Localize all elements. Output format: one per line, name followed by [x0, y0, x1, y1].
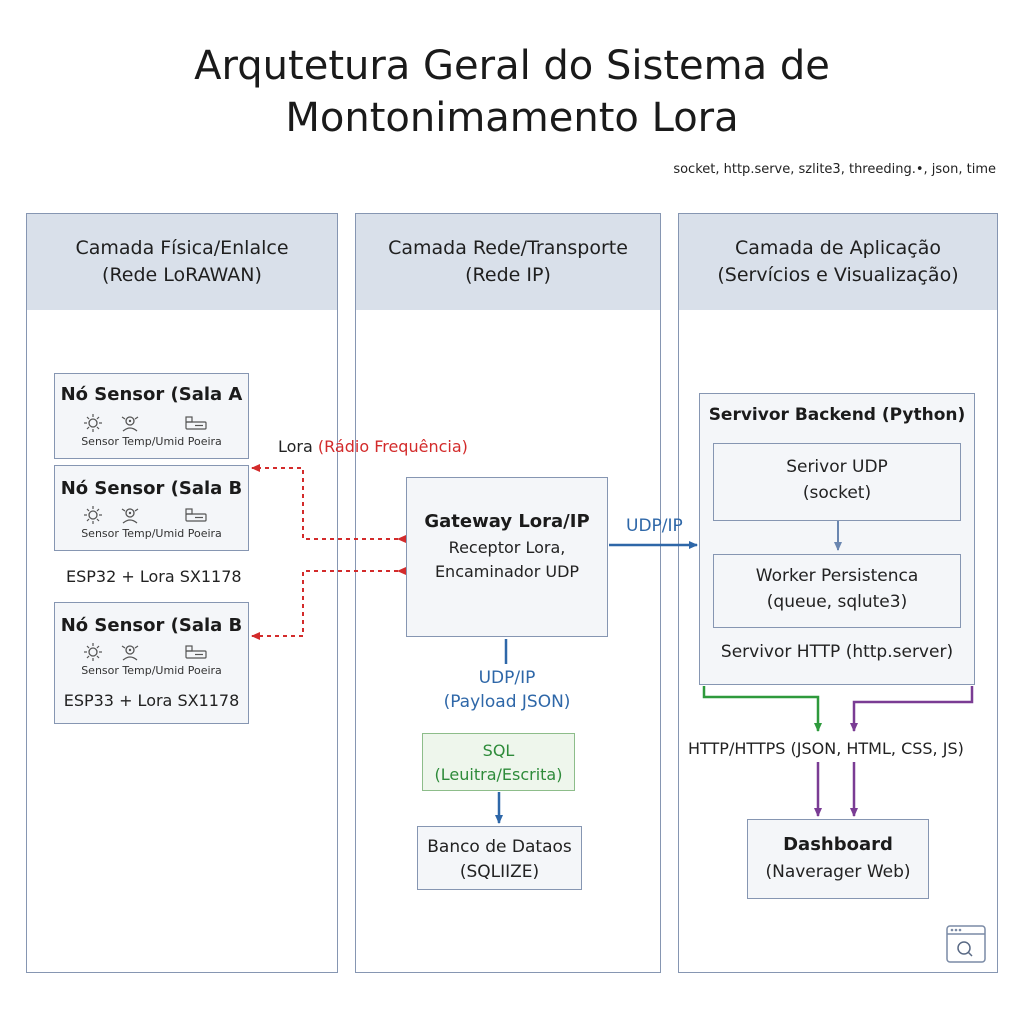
- radio-frequency-label: (Rádio Frequência): [317, 437, 468, 456]
- sensor-node-b-2-hardware: ESP33 + Lora SX1178: [63, 691, 240, 710]
- database-title: Banco de Dataos: [427, 837, 572, 857]
- python-libraries-label: socket, http.serve, szlite3, threeding.•…: [673, 162, 996, 177]
- lora-link-lower: [251, 567, 406, 640]
- sensor-node-b-2-icons: [83, 643, 209, 661]
- http-purple-link-right: [850, 686, 974, 732]
- physical-layer-subtitle: (Rede LoRAWAN): [102, 264, 262, 286]
- sensor-node-b-icons: [83, 506, 209, 524]
- worker-title: Worker Persistenca: [755, 566, 919, 586]
- temperature-sun-icon: [84, 414, 102, 432]
- lora-label: Lora: [278, 437, 313, 456]
- sensor-node-b-title: Nó Sensor (Sala B: [60, 478, 243, 499]
- udp-server-title: Serivor UDP: [786, 457, 888, 477]
- temperature-sun-icon: [84, 643, 102, 661]
- sensor-node-a-title: Nó Sensor (Sala A: [60, 384, 243, 405]
- sensor-node-a: Nó Sensor (Sala A Sensor Temp/Umid Poeir…: [54, 373, 249, 459]
- dashboard-subtitle: (Naverager Web): [765, 862, 911, 882]
- network-layer-title: Camada Rede/Transporte: [388, 237, 628, 260]
- udp-server-box: Serivor UDP (socket): [713, 443, 961, 521]
- network-layer-header: Camada Rede/Transporte (Rede IP): [356, 214, 660, 310]
- udp-server-subtitle: (socket): [802, 483, 872, 503]
- temperature-sun-icon: [84, 506, 102, 524]
- http-protocol-label: HTTP/HTTPS (JSON, HTML, CSS, JS): [688, 739, 964, 758]
- sensor-node-b: Nó Sensor (Sala B Sensor Temp/Umid Poeir…: [54, 465, 249, 551]
- application-layer-header: Camada de Aplicação (Servícios e Visuali…: [679, 214, 997, 310]
- application-layer-subtitle: (Servícios e Visualização): [717, 264, 959, 286]
- worker-subtitle: (queue, sqlute3): [766, 592, 908, 612]
- sensor-node-b-caption: Sensor Temp/Umid Poeira: [81, 527, 222, 540]
- sql-subtitle: (Leuitra/Escrita): [434, 765, 563, 784]
- udp-payload-label-1: UDP/IP: [478, 668, 536, 688]
- sensor-node-b-2-caption: Sensor Temp/Umid Poeira: [81, 664, 222, 677]
- diagram-title-line-1: Arqutetura Geral do Sistema de: [194, 43, 830, 89]
- sensor-node-a-icons: [83, 414, 209, 432]
- humidity-sensor-icon: [121, 416, 139, 432]
- http-green-link: [702, 686, 822, 732]
- sql-title: SQL: [482, 741, 515, 760]
- database-box: Banco de Dataos (SQLIIZE): [417, 826, 582, 890]
- udp-ip-label: UDP/IP: [626, 516, 683, 536]
- sensor-node-a-caption: Sensor Temp/Umid Poeira: [81, 435, 222, 448]
- application-layer-title: Camada de Aplicação: [734, 237, 941, 260]
- dust-sensor-icon: [185, 645, 207, 659]
- database-subtitle: (SQLIIZE): [459, 862, 540, 882]
- humidity-sensor-icon: [121, 645, 139, 661]
- udp-payload-label-2: (Payload JSON): [443, 692, 571, 712]
- gateway-line-2: Encaminador UDP: [434, 562, 580, 581]
- physical-layer-header: Camada Física/Enlalce (Rede LoRAWAN): [27, 214, 337, 310]
- gateway-title: Gateway Lora/IP: [424, 511, 590, 532]
- humidity-sensor-icon: [121, 508, 139, 524]
- diagram-title-line-2: Montonimamento Lora: [285, 95, 739, 141]
- lora-link-label: Lora (Rádio Frequência): [278, 437, 468, 456]
- dashboard-title: Dashboard: [783, 834, 893, 855]
- dashboard-box: Dashboard (Naverager Web): [747, 819, 929, 899]
- hardware-label: ESP32 + Lora SX1178: [66, 567, 242, 586]
- sensor-node-b-2-title: Nó Sensor (Sala B: [60, 615, 243, 636]
- lora-link-upper: [251, 464, 406, 543]
- http-server-label: Servivor HTTP (http.server): [720, 642, 954, 662]
- dust-sensor-icon: [185, 508, 207, 522]
- sql-box: SQL (Leuitra/Escrita): [422, 733, 575, 791]
- sensor-node-b-2: Nó Sensor (Sala B Sensor Temp/Umid Poeir…: [54, 602, 249, 724]
- browser-window-icon: [946, 925, 986, 963]
- gateway-box: Gateway Lora/IP Receptor Lora, Encaminad…: [406, 477, 608, 637]
- dust-sensor-icon: [185, 416, 207, 430]
- backend-title: Servivor Backend (Python): [708, 405, 966, 425]
- worker-box: Worker Persistenca (queue, sqlute3): [713, 554, 961, 628]
- network-layer-subtitle: (Rede IP): [465, 264, 551, 286]
- gateway-line-1: Receptor Lora,: [448, 538, 566, 557]
- physical-layer-title: Camada Física/Enlalce: [75, 237, 289, 260]
